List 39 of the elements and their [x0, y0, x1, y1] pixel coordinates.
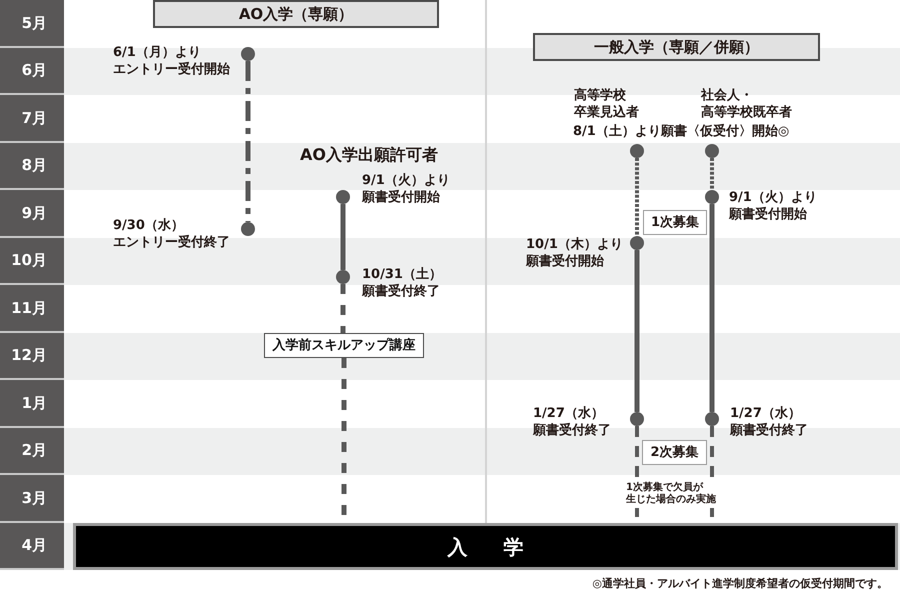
note-text: 1次募集で欠員が生じた場合のみ実施 [626, 480, 716, 508]
date-label: 10/1（木）より願書受付開始 [526, 236, 623, 270]
month-cell: 8月 [0, 142, 64, 190]
course-box: 入学前スキルアップ講座 [264, 333, 424, 358]
date-label: 10/31（土）願書受付終了 [362, 266, 442, 300]
recruitment-phase-box: 1次募集 [643, 210, 707, 235]
timeline-line [710, 204, 714, 412]
dashed-timeline-line [710, 158, 714, 190]
date-label: 9/1（火）より願書受付開始 [362, 172, 450, 206]
month-cell: 1月 [0, 380, 64, 428]
month-cell: 12月 [0, 332, 64, 380]
applicant-group-label: 高等学校卒業見込者 [574, 87, 639, 121]
month-cell: 2月 [0, 428, 64, 475]
dashed-timeline-line [340, 284, 346, 333]
date-label: 1/27（水）願書受付終了 [533, 405, 611, 439]
applicant-group-label: 社会人・高等学校既卒者 [701, 87, 792, 121]
timeline-line [634, 250, 640, 412]
enrollment-bar: 入 学 [73, 523, 898, 570]
month-cell: 4月 [0, 522, 64, 570]
date-label: 1/27（水）願書受付終了 [730, 405, 808, 439]
date-label: 6/1（月）よりエントリー受付開始 [113, 44, 230, 78]
section-header-box: 一般入学（専願／併願） [533, 33, 820, 61]
timeline-line [340, 204, 346, 270]
month-cell: 7月 [0, 95, 64, 142]
month-cell: 3月 [0, 475, 64, 522]
month-cell: 11月 [0, 285, 64, 332]
date-label: 9/1（火）より願書受付開始 [729, 189, 817, 223]
month-cell: 6月 [0, 48, 64, 95]
group-heading: AO入学出願許可者 [300, 145, 438, 165]
application-period-label: 8/1（土）より願書〈仮受付〉開始◎ [573, 123, 790, 140]
section-header-box: AO入学（専願） [153, 0, 439, 28]
date-label: 9/30（水）エントリー受付終了 [113, 217, 230, 251]
month-cell: 10月 [0, 238, 64, 285]
dashed-timeline-line [635, 158, 639, 236]
month-cell: 9月 [0, 190, 64, 238]
recruitment-phase-box: 2次募集 [642, 440, 707, 465]
month-cell: 5月 [0, 0, 64, 48]
footnote: ◎通学社員・アルバイト進学制度希望者の仮受付期間です。 [592, 577, 888, 591]
dashed-timeline-line [246, 61, 250, 222]
